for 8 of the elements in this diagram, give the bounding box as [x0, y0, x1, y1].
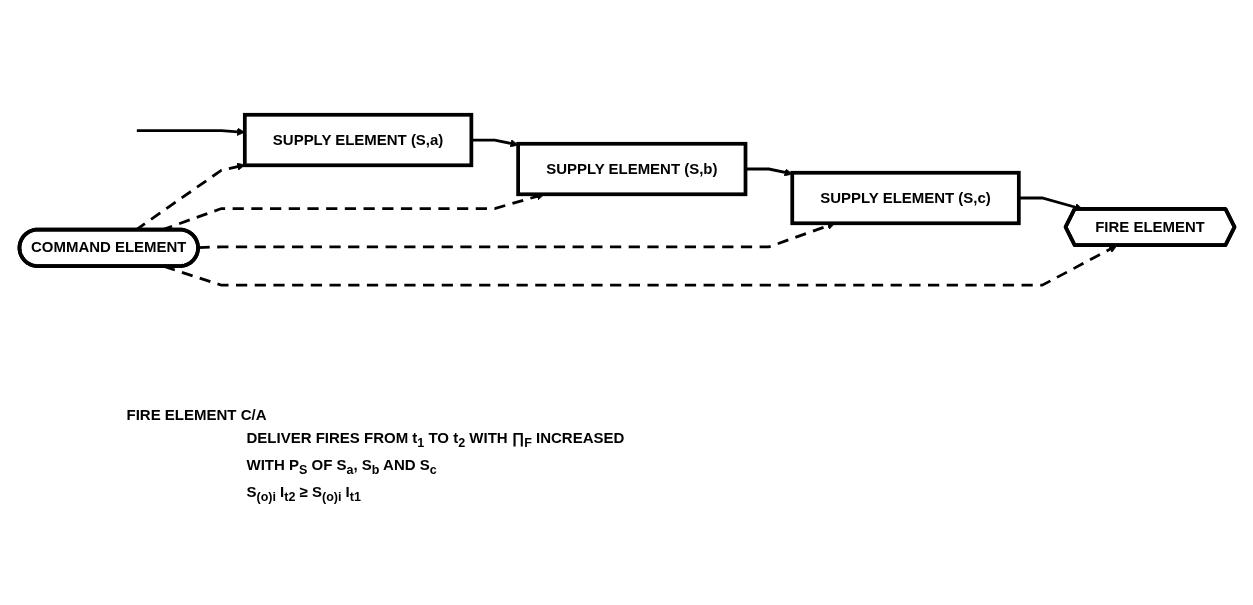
node-box	[789, 170, 1021, 226]
note-text: DELIVER FIRES FROM t$_{1}$ TO t$_{2}$ WITH ∏$_{F}$ INCREASED	[246, 429, 626, 450]
heading-text: FIRE ELEMENT C/A	[126, 406, 268, 423]
flowchart: COMMAND ELEMENT SUPPLY ELEMENT (S,a) SUPPLY ELEMENT (S,b) SUPPLY ELEMENT (S,c) FIRE ELEMENT	[11, 0, 1242, 400]
note-text: WITH P$_{S}$ OF S$_{a}$, S$_{b}$ AND S$_{c}$	[246, 456, 438, 477]
node-box	[242, 112, 473, 168]
note-text: S$_{(o)i}$ I$_{t2}$ ≥ S$_{(o)i}$ I$_{t1}$	[246, 483, 362, 504]
node-box	[515, 141, 747, 197]
